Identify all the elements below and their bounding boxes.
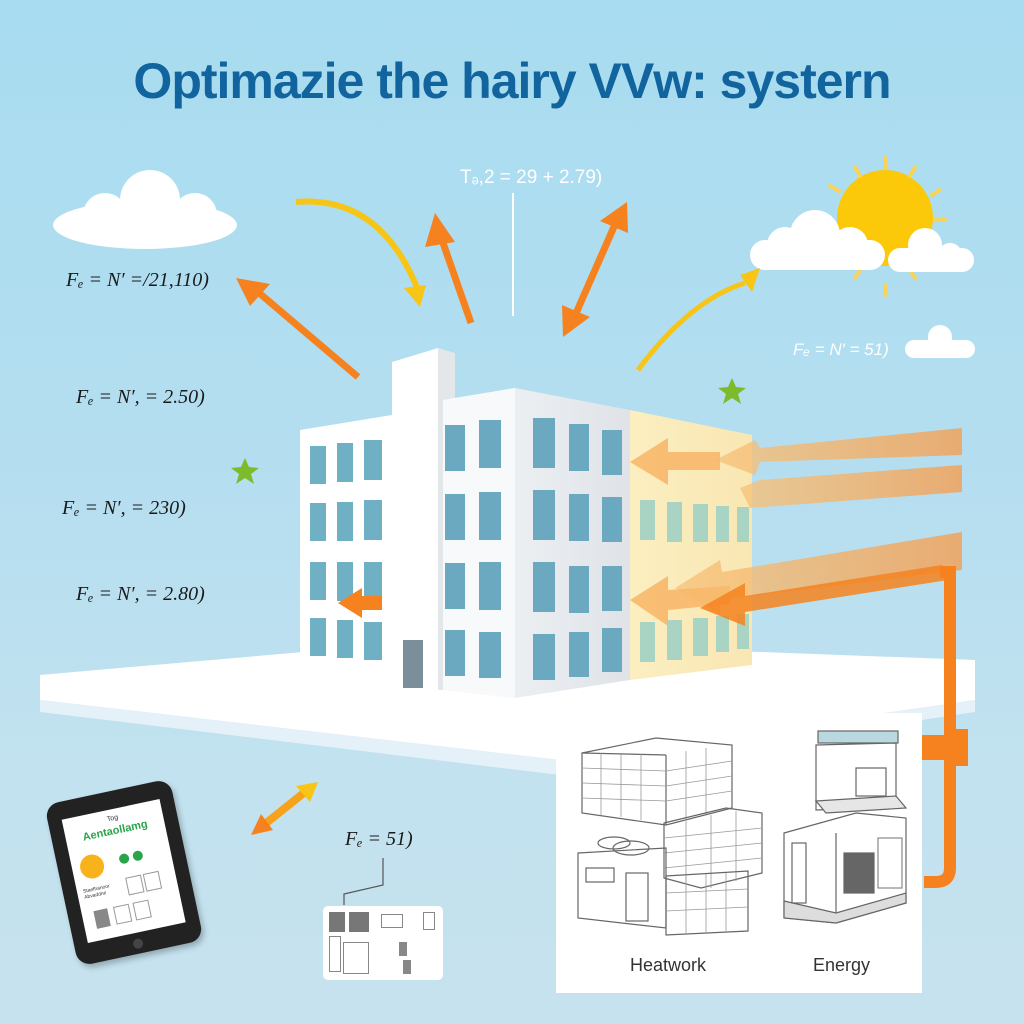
sun-icon (828, 156, 947, 297)
label-energy: Energy (813, 955, 871, 975)
tablet-screen: Tog Aentaollamg Staefhanoor Abvaddne (61, 799, 186, 944)
thumbnail (132, 899, 152, 921)
pie-chart-icon (77, 852, 107, 881)
heat-flow-arrows (630, 428, 968, 888)
home-button (132, 937, 145, 950)
cloud-icon (53, 170, 237, 249)
thumbnail (112, 903, 133, 925)
star-icon (718, 378, 746, 404)
formula-right-1: Fₑ = N′ = 51) (793, 340, 889, 359)
thumbnail (125, 874, 145, 896)
floorplan-thumbnail (323, 906, 443, 980)
formula-top-center: Tₔ,2 = 29 + 2.79) (460, 167, 603, 188)
connector-line (343, 858, 384, 905)
equipment-illustration (577, 730, 908, 936)
formula-left-4: Fₑ = N′, = 2.80) (76, 583, 205, 605)
tablet-caption: Staefhanoor Abvaddne (82, 883, 111, 901)
energy-flow-arrows (236, 193, 760, 380)
formula-left-1: Fₑ = N′ =/21,110) (66, 269, 209, 291)
arrow-left-icon (338, 588, 382, 618)
formula-bottom-center: Fₑ = 51) (345, 828, 413, 850)
thumbnail (93, 908, 111, 929)
badge-icon (131, 849, 144, 862)
star-icon (231, 458, 259, 484)
label-heatwork: Heatwork (630, 955, 707, 975)
page-title: Optimazie the hairy VVw: systern (133, 53, 891, 109)
thumbnail (142, 870, 163, 892)
cloud-icon (905, 325, 975, 358)
formula-left-3: Fₑ = N′, = 230) (62, 497, 186, 519)
double-arrow-icon (251, 782, 318, 835)
building-illustration (300, 348, 752, 698)
equipment-panel: Heatwork Energy (556, 713, 922, 993)
badge-icon (118, 852, 131, 865)
formula-left-2: Fₑ = N′, = 2.50) (76, 386, 205, 408)
cloud-icon (750, 210, 974, 272)
